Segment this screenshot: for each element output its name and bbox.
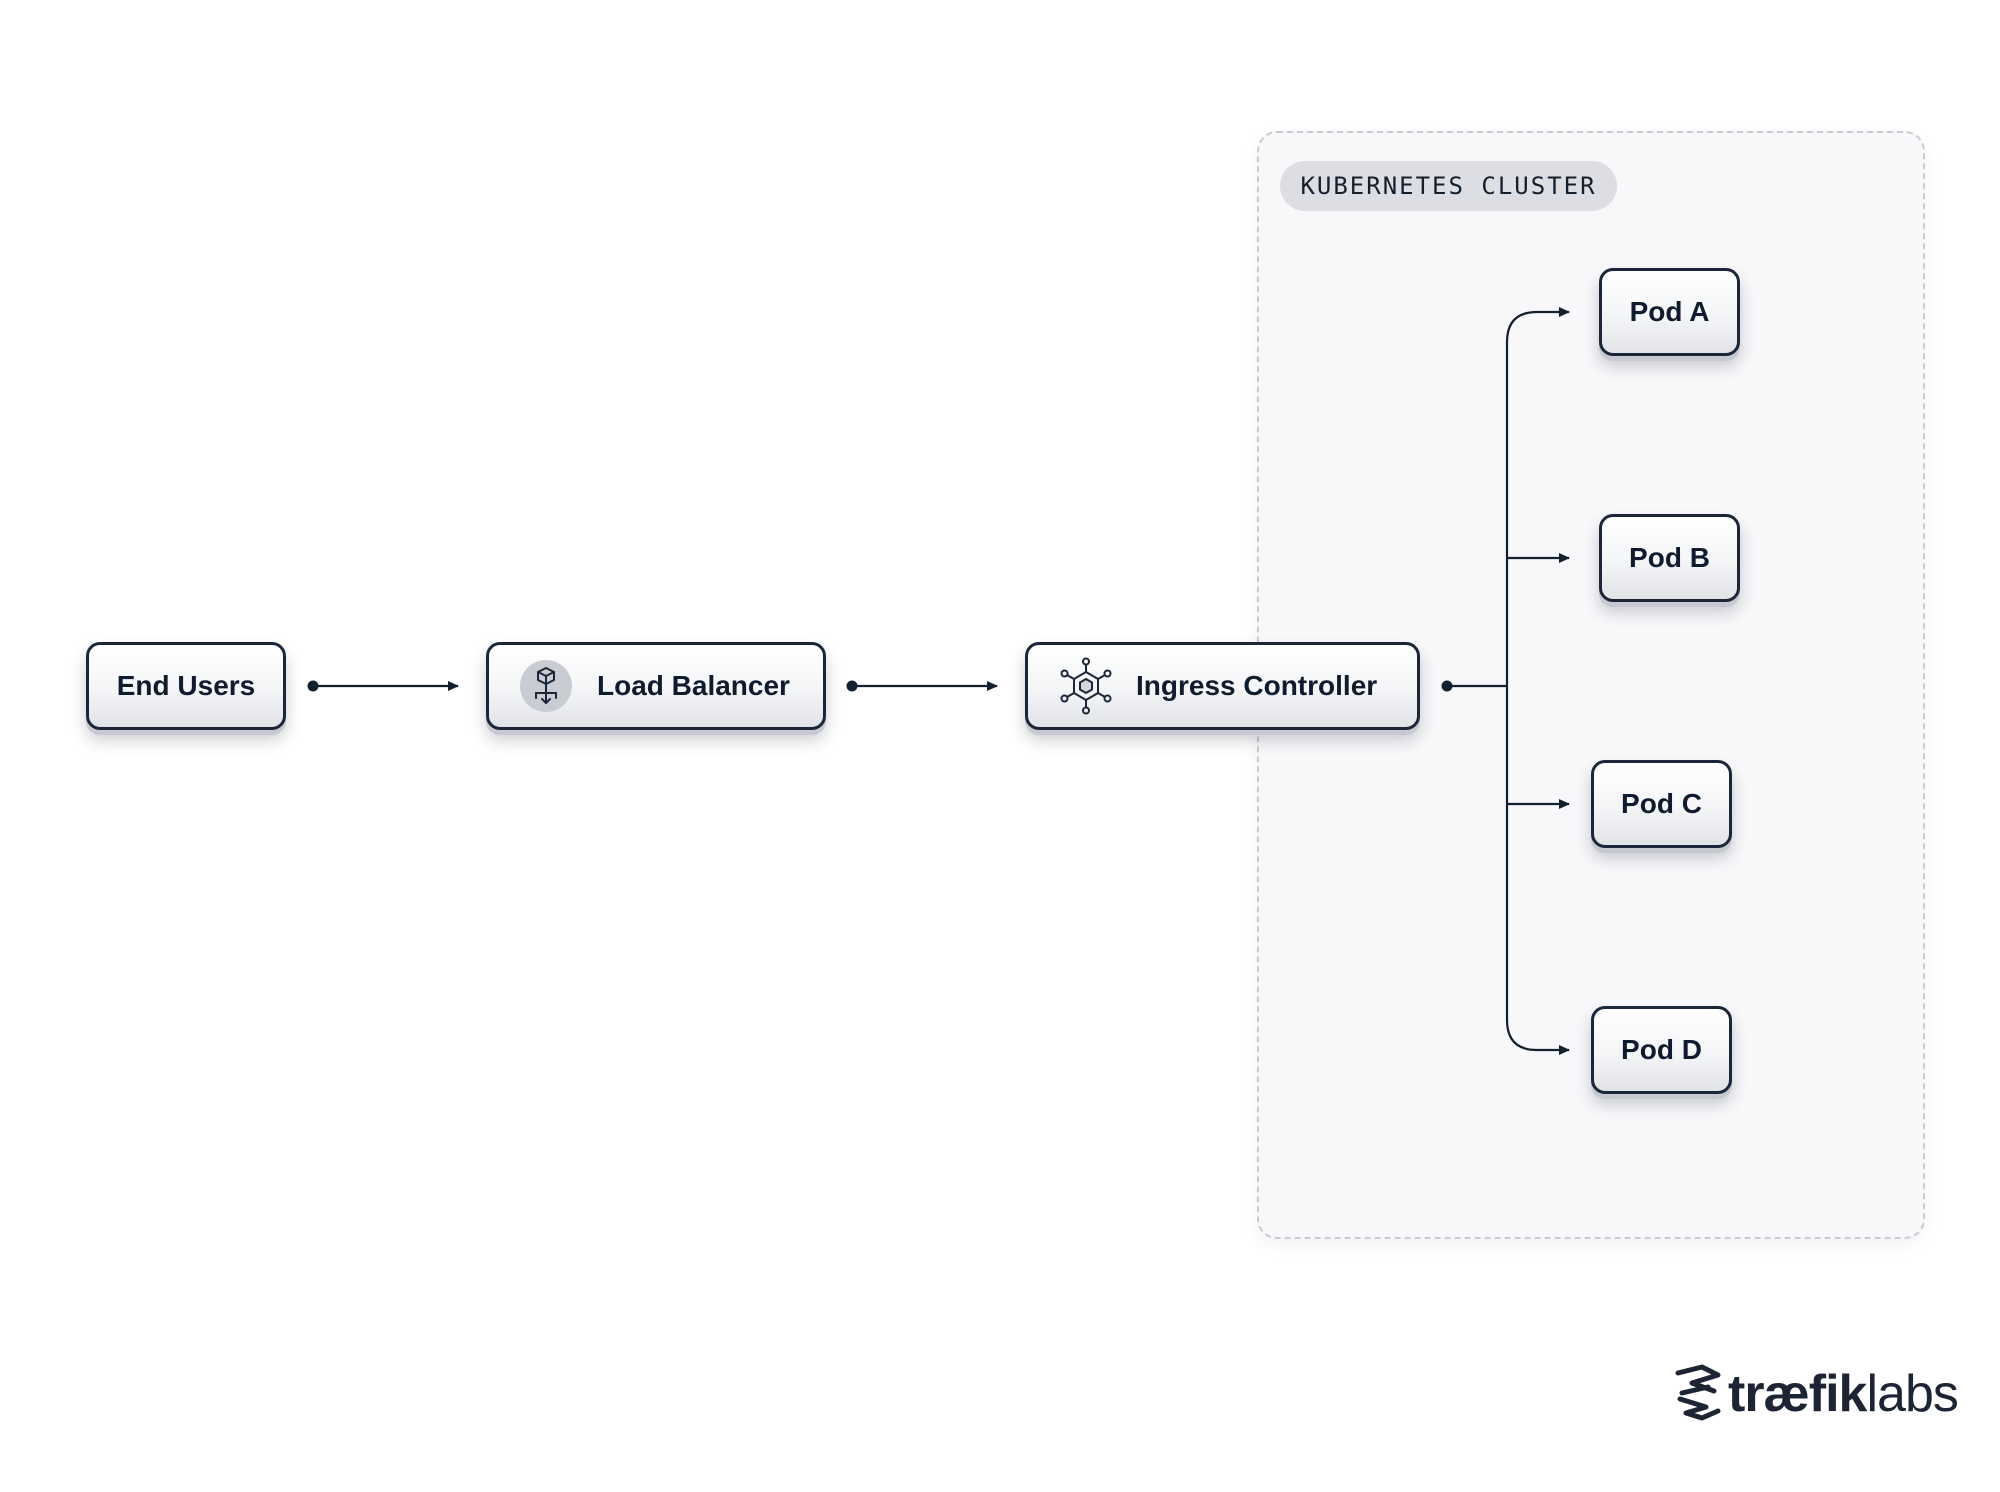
cluster-label: KUBERNETES CLUSTER (1280, 161, 1617, 211)
pod-label: Pod A (1629, 296, 1710, 327)
ingress-hub-icon (1056, 656, 1116, 716)
logo-wordmark: træfiklabs (1728, 1365, 1959, 1423)
pod-d-node: Pod D (1591, 1006, 1732, 1094)
load-balancer-icon (519, 659, 573, 713)
end-users-node: End Users (86, 642, 286, 730)
pod-label: Pod D (1621, 1034, 1702, 1065)
pod-b-node: Pod B (1599, 514, 1740, 602)
logo-word-traefik: træfik (1728, 1365, 1867, 1423)
pod-label: Pod C (1621, 788, 1702, 819)
arrow-load-balancer-to-ingress (846, 680, 998, 692)
ingress-controller-label: Ingress Controller (1136, 670, 1378, 701)
traefik-logo-icon (1672, 1363, 1724, 1426)
traefiklabs-logo: træfiklabs (1672, 1363, 1959, 1426)
pod-a-node: Pod A (1599, 268, 1740, 356)
load-balancer-node: Load Balancer (486, 642, 826, 730)
ingress-controller-node: Ingress Controller (1025, 642, 1420, 730)
pod-c-node: Pod C (1591, 760, 1732, 848)
pod-label: Pod B (1629, 542, 1710, 573)
end-users-label: End Users (116, 670, 256, 701)
logo-word-labs: labs (1866, 1365, 1958, 1423)
arrow-end-users-to-load-balancer (307, 680, 459, 692)
load-balancer-label: Load Balancer (597, 670, 790, 701)
